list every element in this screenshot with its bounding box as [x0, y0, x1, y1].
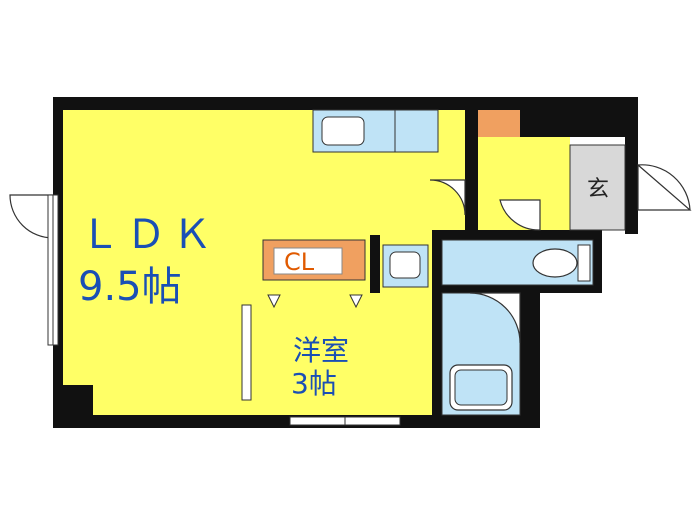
sink-icon: [321, 116, 365, 146]
sliding-door: [241, 304, 252, 401]
entrance-label: 玄: [587, 177, 609, 202]
closet-doors: [267, 294, 363, 309]
entrance-floor: [569, 144, 626, 231]
western-room-size: 3帖: [291, 367, 337, 400]
western-room-floor: [253, 293, 432, 415]
toilet-icon: [532, 248, 578, 278]
ldk-size: 9.5帖: [78, 264, 182, 310]
ldk-name: ＬＤＫ: [80, 212, 218, 258]
ldk-floor: [63, 110, 465, 415]
doors: [9, 163, 692, 344]
closet-label: CL: [284, 248, 315, 276]
western-room-name: 洋室: [293, 334, 349, 367]
